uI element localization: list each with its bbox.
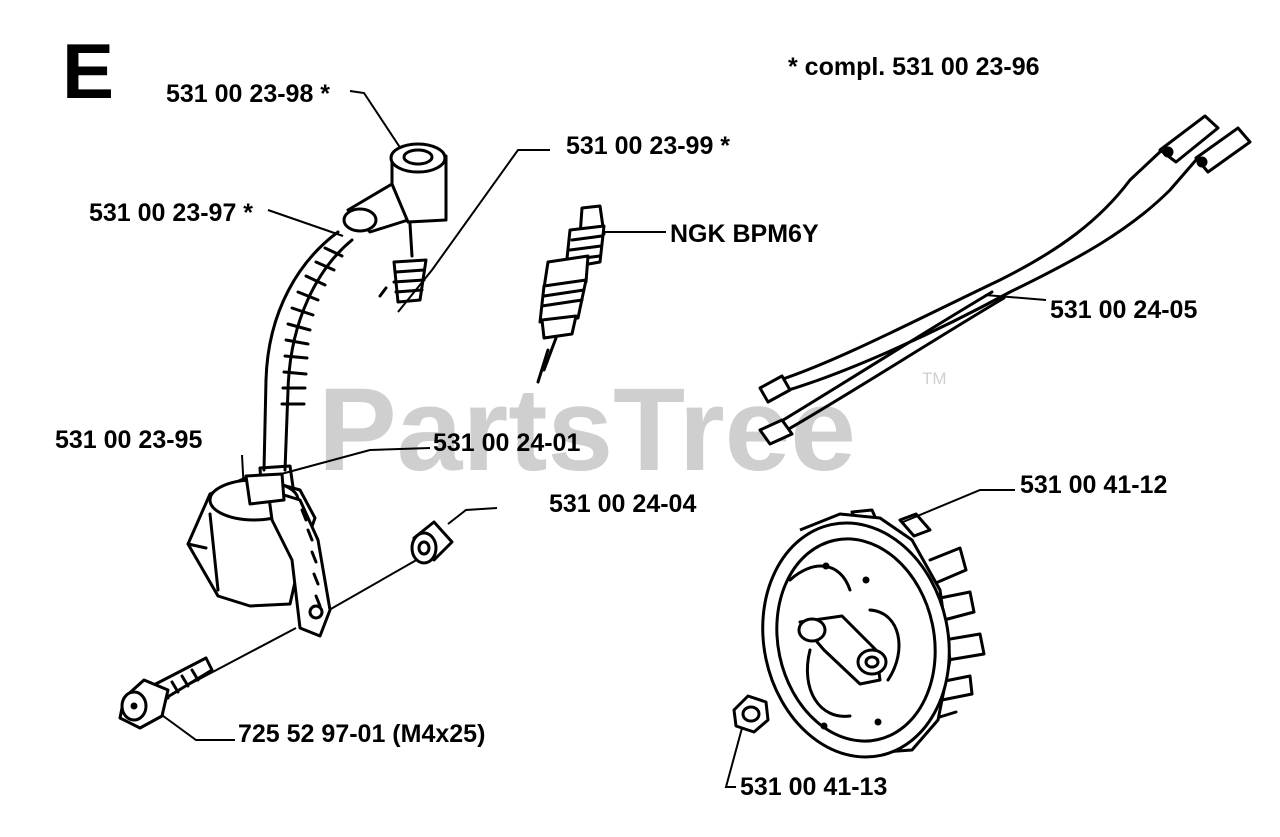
label-531-00-23-98[interactable]: 531 00 23-98 * [166,80,330,108]
leader-lines [154,90,1047,788]
label-531-00-24-04[interactable]: 531 00 24-04 [549,490,696,518]
label-531-00-23-95[interactable]: 531 00 23-95 [55,426,202,454]
label-725-52-97-01[interactable]: 725 52 97-01 (M4x25) [238,720,485,748]
note-complete-set: * compl. 531 00 23-96 [788,53,1040,81]
flywheel-nut-part [732,694,770,734]
label-531-00-24-05[interactable]: 531 00 24-05 [1050,296,1197,324]
wire-harness-part [758,114,1252,446]
label-531-00-23-99[interactable]: 531 00 23-99 * [566,132,730,160]
label-531-00-41-13[interactable]: 531 00 41-13 [740,773,887,801]
label-ngk-bpm6y[interactable]: NGK BPM6Y [670,220,819,248]
watermark-trademark: TM [922,369,947,388]
label-531-00-23-97[interactable]: 531 00 23-97 * [89,199,253,227]
flywheel-part [761,508,986,759]
ignition-module-part [186,472,332,638]
spark-plug-part [536,204,606,384]
ignition-cap-part [342,142,448,304]
label-531-00-41-12[interactable]: 531 00 41-12 [1020,471,1167,499]
spacer-sleeve-part [410,520,454,565]
label-531-00-24-01[interactable]: 531 00 24-01 [433,429,580,457]
screw-part [118,656,214,730]
section-letter: E [62,27,114,115]
